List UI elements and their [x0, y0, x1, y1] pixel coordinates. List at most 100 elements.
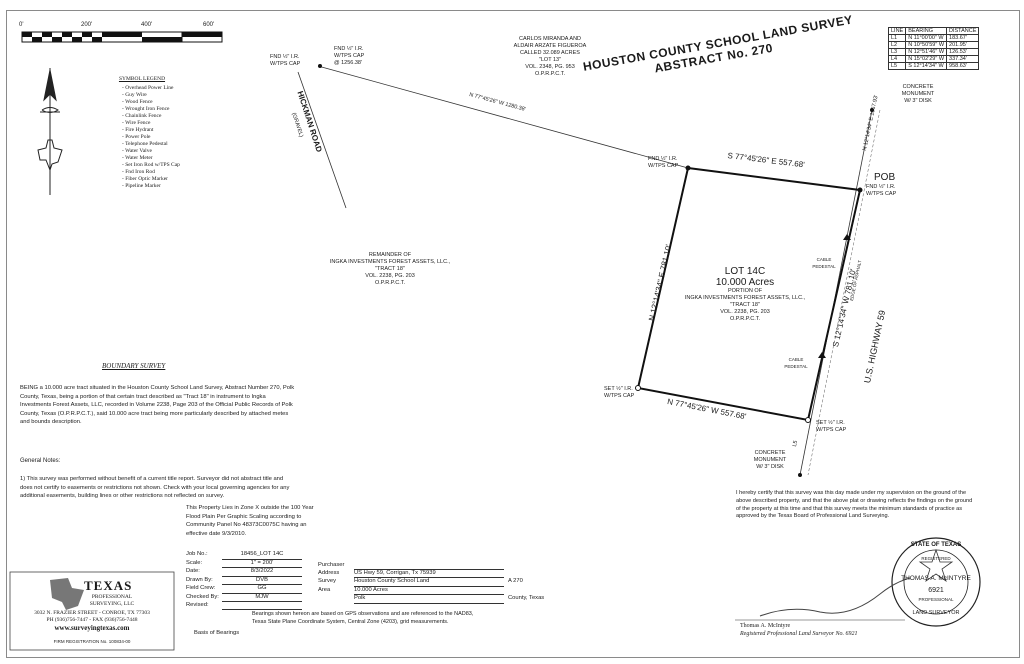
- legend-item: - Fire Hydrant: [122, 127, 154, 133]
- line-table-cell: N 15°02'29" W: [905, 55, 948, 63]
- job-info-value: [222, 602, 302, 610]
- monument-line: FND ½" I.R.: [270, 54, 300, 60]
- fnd-iron-rod-nw2: FND ½" I.R.W/TPS CAP@ 1256.38': [334, 46, 384, 67]
- pedestal-line: PEDESTAL: [812, 264, 836, 269]
- line-table-cell: L3: [887, 48, 907, 56]
- seal-number: 6921: [928, 587, 944, 594]
- line-table-cell: S 12°14'34" W: [905, 62, 948, 70]
- purchaser-info-label: Area: [318, 586, 331, 593]
- line-table-cell: N 12°51'46" W: [905, 48, 948, 56]
- legend-item: - Water Valve: [122, 148, 152, 154]
- symbol-legend: SYMBOL LEGEND - Overhead Power Line- Guy…: [92, 76, 192, 190]
- legend-item: - Guy Wire: [122, 92, 147, 98]
- flood-note: This Property Lies in Zone X outside the…: [186, 505, 314, 537]
- monument-line: CONCRETE: [754, 450, 786, 456]
- legend-item: - Fiber Optic Marker: [122, 176, 168, 182]
- northwest-line: [317, 65, 689, 169]
- job-info-value: GG: [222, 585, 302, 594]
- company-name: TEXAS: [84, 578, 133, 593]
- job-info-row: Scale:1" = 200': [186, 559, 302, 568]
- adjoiner-north-line: CARLOS MIRANDA AND: [518, 36, 582, 42]
- job-info-row: Job No.:18456_LOT 14C: [186, 551, 302, 560]
- job-info-label: Scale:: [186, 559, 203, 566]
- lot-desc-line: PORTION OF: [727, 288, 763, 294]
- pedestal-icon: [818, 352, 826, 358]
- seal-top: STATE OF TEXAS: [910, 542, 962, 548]
- seal-registered: REGISTERED: [921, 556, 951, 561]
- monument-line: FND ½" I.R.: [648, 156, 678, 162]
- asphalt-edge-line: [807, 109, 881, 476]
- lot-desc-line: INGKA INVESTMENTS FOREST ASSETS, LLC.,: [684, 295, 806, 301]
- purchaser-info-label: Purchaser: [318, 562, 345, 568]
- adjoiner-north-line: ALDAIR ARZATE FIGUEROA: [513, 43, 587, 49]
- lot-desc-line: VOL. 2238, PG. 203: [720, 309, 770, 315]
- line-table-cell: 126.53': [946, 48, 980, 56]
- line-table-cell: N 11°00'00" W: [905, 34, 948, 42]
- legend-item: - Wrought Iron Fence: [122, 106, 170, 112]
- monument-line: W/TPS CAP: [816, 427, 847, 433]
- adjoiner-north-line: "LOT 13": [538, 57, 562, 63]
- line-table-cell: 337.34': [946, 55, 980, 63]
- monument-line: W/TPS CAP: [648, 163, 679, 169]
- company-phone: PH (936)756-7447 - FAX (936)756-7448: [46, 617, 138, 623]
- adjoiner-west-line: INGKA INVESTMENTS FOREST ASSETS, LLC.,: [329, 259, 451, 265]
- job-info-label: Drawn By:: [186, 576, 213, 583]
- adjoiner-west-line: REMAINDER OF: [368, 252, 412, 258]
- cable-pedestal-1: CABLE PEDESTAL: [806, 256, 842, 270]
- surveyor-name: Thomas A. McIntyre: [740, 623, 791, 629]
- corner-marker-icon: [857, 187, 863, 193]
- purchaser-info-value: Houston County School Land: [354, 578, 504, 587]
- job-info-label: Job No.:: [186, 551, 208, 557]
- monument-line: FND ½" I.R.: [866, 184, 896, 190]
- company-box: [9, 571, 175, 651]
- job-info-label: Checked By:: [186, 593, 219, 600]
- purchaser-info-row: Area 10.000 Acres: [318, 586, 544, 595]
- legend-item: - Wood Fence: [122, 99, 153, 105]
- scale-label-200: 200': [81, 22, 93, 28]
- line-table-cell: 201.95': [946, 41, 980, 49]
- legend-item: - Wire Fence: [122, 120, 151, 126]
- bearings-note: Bearings shown hereon are based on GPS o…: [252, 611, 474, 625]
- job-info-label: Field Crew:: [186, 585, 216, 591]
- monument-line: SET ½" I.R.: [604, 386, 633, 392]
- monument-line: @ 1256.38': [334, 60, 363, 66]
- pedestal-line: CABLE: [788, 357, 804, 362]
- company-sub1: PROFESSIONAL: [91, 594, 133, 600]
- basis-of-bearings-label: Basis of Bearings: [194, 630, 240, 636]
- lot-name: LOT 14C: [724, 266, 766, 277]
- hickman-road-line: [297, 71, 347, 209]
- purchaser-info-extra: County, Texas: [508, 595, 545, 601]
- pedestal-line: PEDESTAL: [784, 364, 808, 369]
- pedestal-line: CABLE: [816, 257, 832, 262]
- legend-item: - Chainlink Fence: [122, 113, 162, 119]
- boundary-survey-title: BOUNDARY SURVEY: [102, 362, 166, 370]
- job-info-row: Date:8/3/2022: [186, 568, 302, 577]
- adjoiner-west-line: O.P.R.P.C.T.: [374, 280, 406, 286]
- legend-item: - Overhead Power Line: [122, 85, 174, 91]
- adjoiner-north-line: CALLED 32.089 ACRES: [520, 50, 580, 56]
- legend-item: - Water Meter: [122, 155, 153, 161]
- lot-acres: 10.000 Acres: [715, 277, 775, 288]
- legend-title: SYMBOL LEGEND: [118, 76, 166, 82]
- monument-line: CONCRETE: [902, 84, 934, 90]
- surveyor-title: Registered Professional Land Surveyor No…: [740, 631, 858, 637]
- line-table-cell: L5: [887, 62, 907, 70]
- job-info-row: Revised:: [186, 602, 302, 610]
- job-info-row: Checked By:MJW: [186, 593, 302, 602]
- purchaser-info-value: 10.000 Acres: [354, 587, 504, 595]
- line-table-cell: L2: [887, 41, 907, 49]
- fnd-iron-rod-nw1: FND ½" I.R.W/TPS CAP: [270, 54, 320, 68]
- job-info-row: Field Crew: GG: [186, 585, 302, 594]
- legend-item: - Fnd Iron Rod: [122, 169, 155, 175]
- line-table-header: DISTANCE: [946, 27, 980, 35]
- legend-items: - Overhead Power Line- Guy Wire- Wood Fe…: [92, 85, 192, 190]
